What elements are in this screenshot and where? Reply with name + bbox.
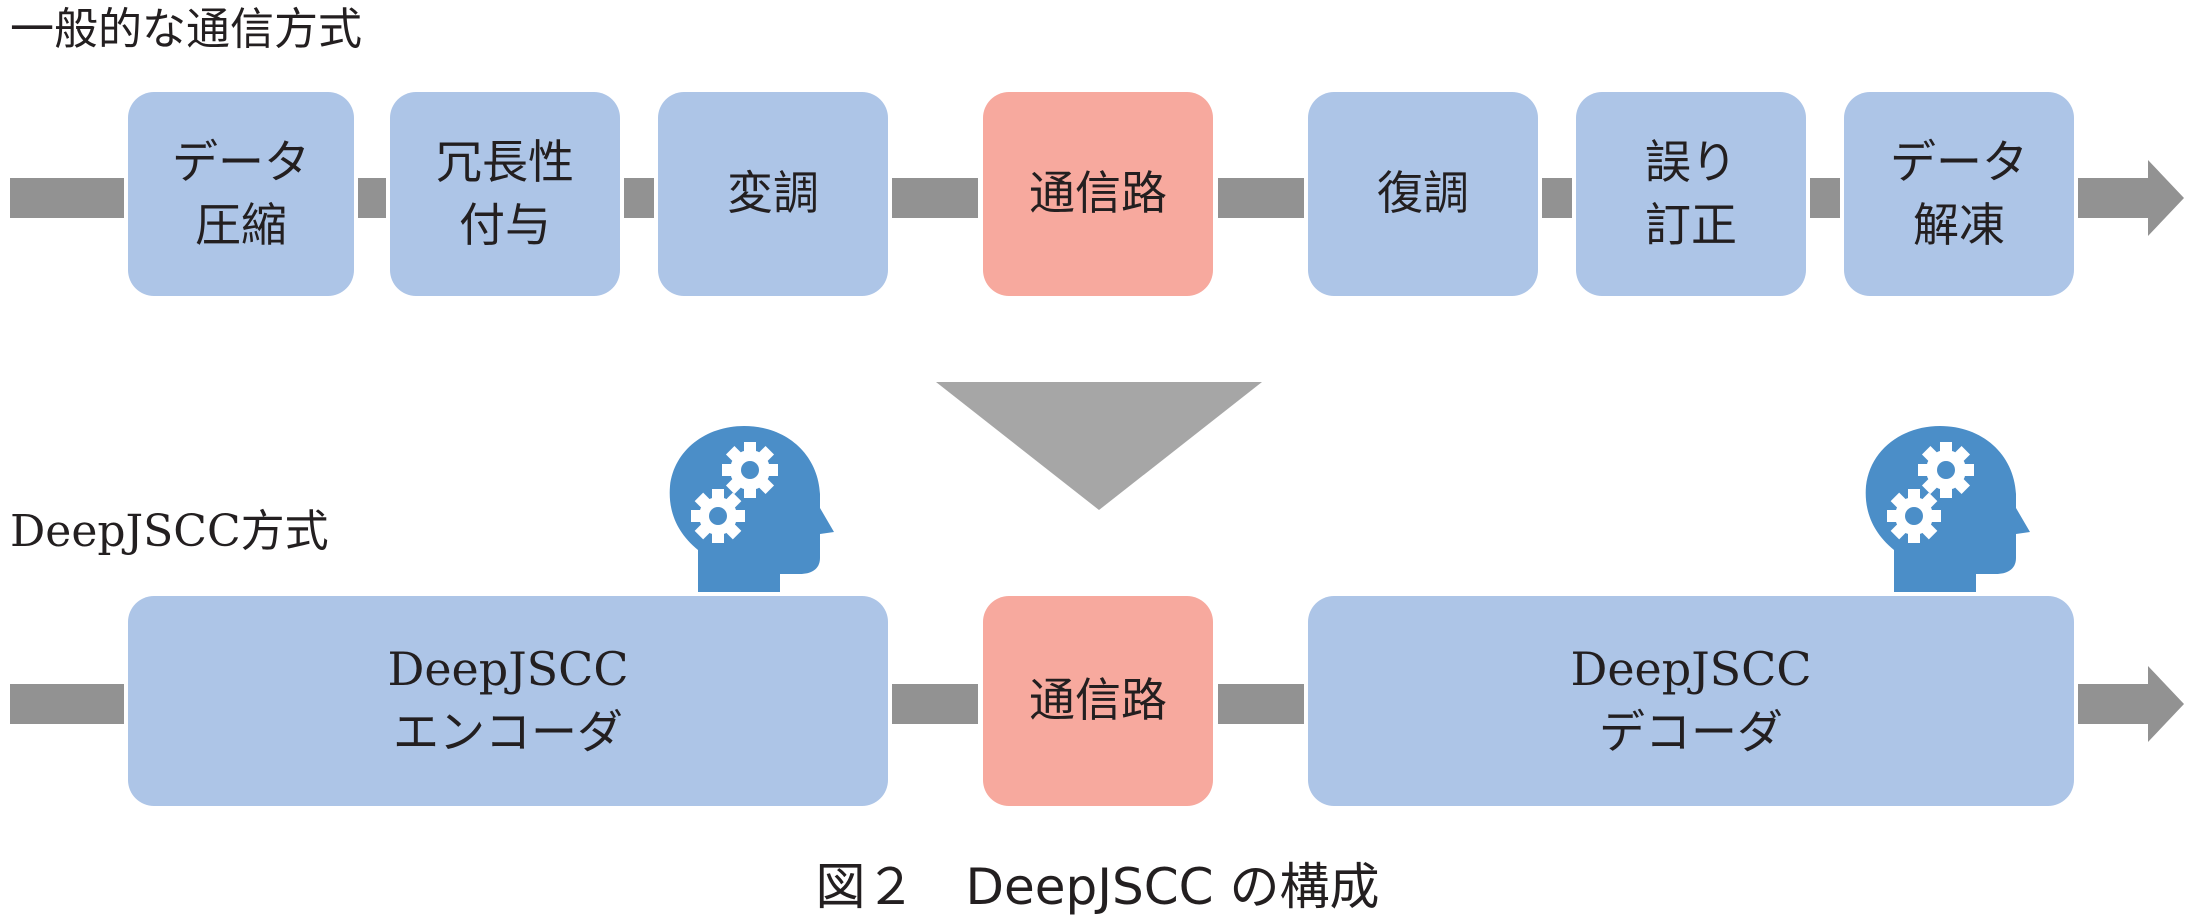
block-redundancy: 冗長性 付与 [390,92,620,296]
ai-head-gears-icon [1865,426,2030,592]
deepjscc-heading: DeepJSCC方式 [10,506,329,557]
connector [1810,178,1840,218]
block-data-compression: データ 圧縮 [128,92,354,296]
connector [1218,684,1304,724]
block-data-decompression: データ 解凍 [1844,92,2074,296]
figure-number: 図２ [815,858,916,916]
block-label-line1: 冗長性 [436,134,574,189]
connector [892,178,978,218]
block-label-line1: データ [172,134,310,189]
deepjscc-decoder-block: DeepJSCC デコーダ [1308,596,2074,806]
output-arrow-icon [2078,160,2184,236]
block-label-line1: 復調 [1377,166,1469,221]
output-arrow-icon [2078,666,2184,742]
encoder-label-line2: エンコーダ [393,705,623,759]
block-demodulation: 復調 [1308,92,1538,296]
deepjscc-channel-block: 通信路 [983,596,1213,806]
block-label-line2: 解凍 [1913,198,2005,252]
channel-label: 通信路 [1029,673,1167,728]
connector [892,684,978,724]
connector-input [10,178,124,218]
encoder-label-line1: DeepJSCC [387,641,629,696]
conventional-heading: 一般的な通信方式 [10,4,362,55]
decoder-label-line1: DeepJSCC [1570,641,1812,696]
deepjscc-encoder-block: DeepJSCC エンコーダ [128,596,888,806]
transition-triangle-icon [936,382,1262,510]
connector [1542,178,1572,218]
ai-head-gears-icon [669,426,834,592]
block-label-line2: 圧縮 [195,198,287,252]
block-label-line1: 変調 [727,166,819,221]
block-channel: 通信路 [983,92,1213,296]
figure-title: DeepJSCC の構成 [965,858,1380,916]
block-modulation: 変調 [658,92,888,296]
block-label-line1: 通信路 [1029,166,1167,221]
block-label-line1: データ [1890,134,2028,189]
connector [358,178,386,218]
connector [1218,178,1304,218]
block-label-line2: 訂正 [1645,198,1737,252]
connector-input [10,684,124,724]
block-label-line1: 誤り [1645,134,1737,189]
block-error-correction: 誤り 訂正 [1576,92,1806,296]
connector [624,178,654,218]
block-label-line2: 付与 [459,198,551,252]
decoder-label-line2: デコーダ [1599,705,1783,759]
figure-caption: 図２ DeepJSCC の構成 [0,862,2195,912]
